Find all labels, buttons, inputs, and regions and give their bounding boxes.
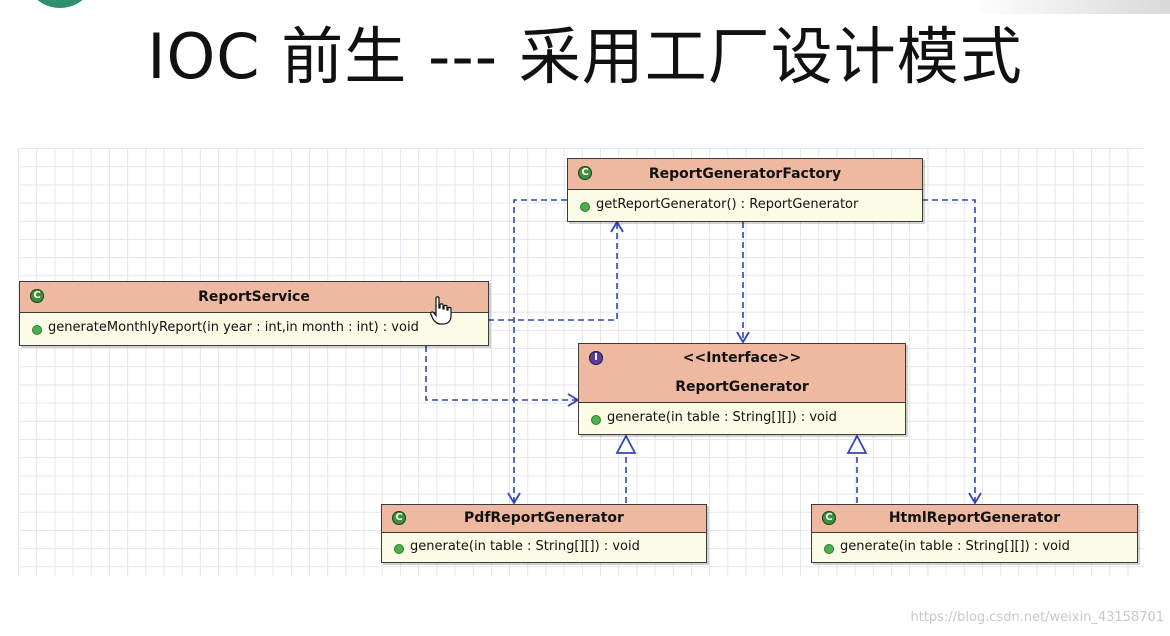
class-name: PdfReportGenerator [464, 510, 624, 526]
slide-corner-decoration [30, 0, 90, 8]
method-signature: generate(in table : String[][]) : void [840, 539, 1070, 554]
factory-to-pdf-dependency [507, 199, 567, 505]
class-header: C HtmlReportGenerator [812, 505, 1137, 533]
class-icon: C [578, 166, 592, 180]
public-method-icon [32, 325, 42, 335]
slide-toolbar-fade [970, 0, 1170, 14]
slide-title: IOC 前生 --- 采用工厂设计模式 [147, 20, 1023, 93]
source-watermark: https://blog.csdn.net/weixin_43158701 [910, 610, 1164, 625]
class-methods: generate(in table : String[][]) : void [382, 533, 706, 562]
class-pdf-report-generator[interactable]: C PdfReportGenerator generate(in table :… [381, 504, 707, 563]
public-method-icon [580, 202, 590, 212]
public-method-icon [591, 415, 601, 425]
method-signature: getReportGenerator() : ReportGenerator [596, 197, 859, 212]
service-to-generator-dependency [425, 346, 580, 407]
class-header: C ReportGeneratorFactory [568, 159, 922, 190]
class-icon: C [30, 289, 44, 303]
class-header: C PdfReportGenerator [382, 505, 706, 533]
method-signature: generateMonthlyReport(in year : int,in m… [48, 320, 419, 335]
class-name: HtmlReportGenerator [888, 510, 1061, 526]
public-method-icon [824, 544, 834, 554]
interface-name: ReportGenerator [675, 379, 809, 395]
class-icon: C [392, 511, 406, 525]
method-signature: generate(in table : String[][]) : void [607, 410, 837, 425]
interface-icon: I [589, 351, 603, 365]
public-method-icon [394, 544, 404, 554]
method-signature: generate(in table : String[][]) : void [410, 539, 640, 554]
service-to-factory-dependency [488, 220, 624, 321]
class-html-report-generator[interactable]: C HtmlReportGenerator generate(in table … [811, 504, 1138, 563]
class-methods: generate(in table : String[][]) : void [812, 533, 1137, 562]
interface-methods: generate(in table : String[][]) : void [579, 403, 905, 434]
class-report-service[interactable]: C ReportService generateMonthlyReport(in… [19, 281, 489, 346]
class-icon: C [822, 511, 836, 525]
hand-cursor-icon [430, 296, 452, 325]
class-header: C ReportService [20, 282, 488, 313]
class-report-generator-factory[interactable]: C ReportGeneratorFactory getReportGenera… [567, 158, 923, 222]
interface-header: I <<Interface>> ReportGenerator [579, 344, 905, 403]
class-name: ReportService [198, 289, 310, 305]
class-methods: getReportGenerator() : ReportGenerator [568, 190, 922, 221]
interface-report-generator[interactable]: I <<Interface>> ReportGenerator generate… [578, 343, 906, 435]
interface-stereotype: <<Interface>> [682, 350, 802, 366]
factory-to-html-dependency [922, 199, 982, 505]
class-methods: generateMonthlyReport(in year : int,in m… [20, 313, 488, 345]
class-name: ReportGeneratorFactory [648, 166, 842, 182]
